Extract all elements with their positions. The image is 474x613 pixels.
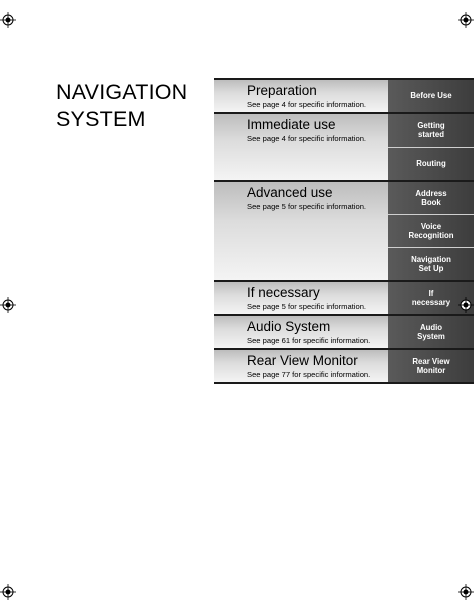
page-title-line2: SYSTEM	[56, 107, 146, 131]
toc-table: Preparation See page 4 for specific info…	[214, 78, 474, 384]
toc-tab-column: Address Book Voice Recognition Navigatio…	[388, 182, 474, 280]
tab-before-use[interactable]: Before Use	[388, 80, 474, 112]
section-heading: Immediate use	[247, 117, 336, 132]
toc-section-advanced-use: Advanced use See page 5 for specific inf…	[214, 180, 474, 280]
section-heading: Rear View Monitor	[247, 353, 358, 368]
tab-voice-recognition[interactable]: Voice Recognition	[388, 214, 474, 247]
tab-getting-started[interactable]: Getting started	[388, 114, 474, 147]
toc-tab-column: Rear View Monitor	[388, 350, 474, 382]
section-page-ref: See page 5 for specific information.	[247, 302, 367, 311]
section-page-ref: See page 61 for specific information.	[247, 336, 371, 345]
page-title: NAVIGATION SYSTEM	[56, 79, 187, 133]
registration-mark-icon	[458, 584, 474, 600]
toc-section-preparation: Preparation See page 4 for specific info…	[214, 78, 474, 112]
section-page-ref: See page 77 for specific information.	[247, 370, 371, 379]
registration-mark-icon	[0, 584, 16, 600]
tab-audio-system[interactable]: Audio System	[388, 316, 474, 348]
registration-mark-icon	[0, 297, 16, 313]
section-page-ref: See page 4 for specific information.	[247, 134, 367, 143]
tab-rear-view-monitor[interactable]: Rear View Monitor	[388, 350, 474, 382]
toc-tab-column: If necessary	[388, 282, 474, 314]
toc-section-immediate-use: Immediate use See page 4 for specific in…	[214, 112, 474, 180]
registration-mark-icon	[458, 12, 474, 28]
toc-section-body: Preparation See page 4 for specific info…	[214, 80, 388, 112]
toc-section-audio-system: Audio System See page 61 for specific in…	[214, 314, 474, 348]
toc-section-body: Immediate use See page 4 for specific in…	[214, 114, 388, 180]
toc-tab-column: Getting started Routing	[388, 114, 474, 180]
section-page-ref: See page 4 for specific information.	[247, 100, 367, 109]
tab-navigation-set-up[interactable]: Navigation Set Up	[388, 247, 474, 280]
registration-mark-icon	[0, 12, 16, 28]
toc-section-rear-view-monitor: Rear View Monitor See page 77 for specif…	[214, 348, 474, 384]
section-heading: Advanced use	[247, 185, 333, 200]
toc-tab-column: Audio System	[388, 316, 474, 348]
registration-mark-icon	[458, 297, 474, 313]
toc-tab-column: Before Use	[388, 80, 474, 112]
toc-section-body: Advanced use See page 5 for specific inf…	[214, 182, 388, 280]
page-title-line1: NAVIGATION	[56, 80, 188, 104]
toc-section-body: Rear View Monitor See page 77 for specif…	[214, 350, 388, 382]
toc-section-body: Audio System See page 61 for specific in…	[214, 316, 388, 348]
tab-if-necessary[interactable]: If necessary	[388, 282, 474, 314]
tab-address-book[interactable]: Address Book	[388, 182, 474, 214]
section-heading: Preparation	[247, 83, 317, 98]
toc-section-body: If necessary See page 5 for specific inf…	[214, 282, 388, 314]
section-heading: Audio System	[247, 319, 331, 334]
tab-routing[interactable]: Routing	[388, 146, 474, 180]
section-page-ref: See page 5 for specific information.	[247, 202, 367, 211]
section-heading: If necessary	[247, 285, 320, 300]
toc-section-if-necessary: If necessary See page 5 for specific inf…	[214, 280, 474, 314]
